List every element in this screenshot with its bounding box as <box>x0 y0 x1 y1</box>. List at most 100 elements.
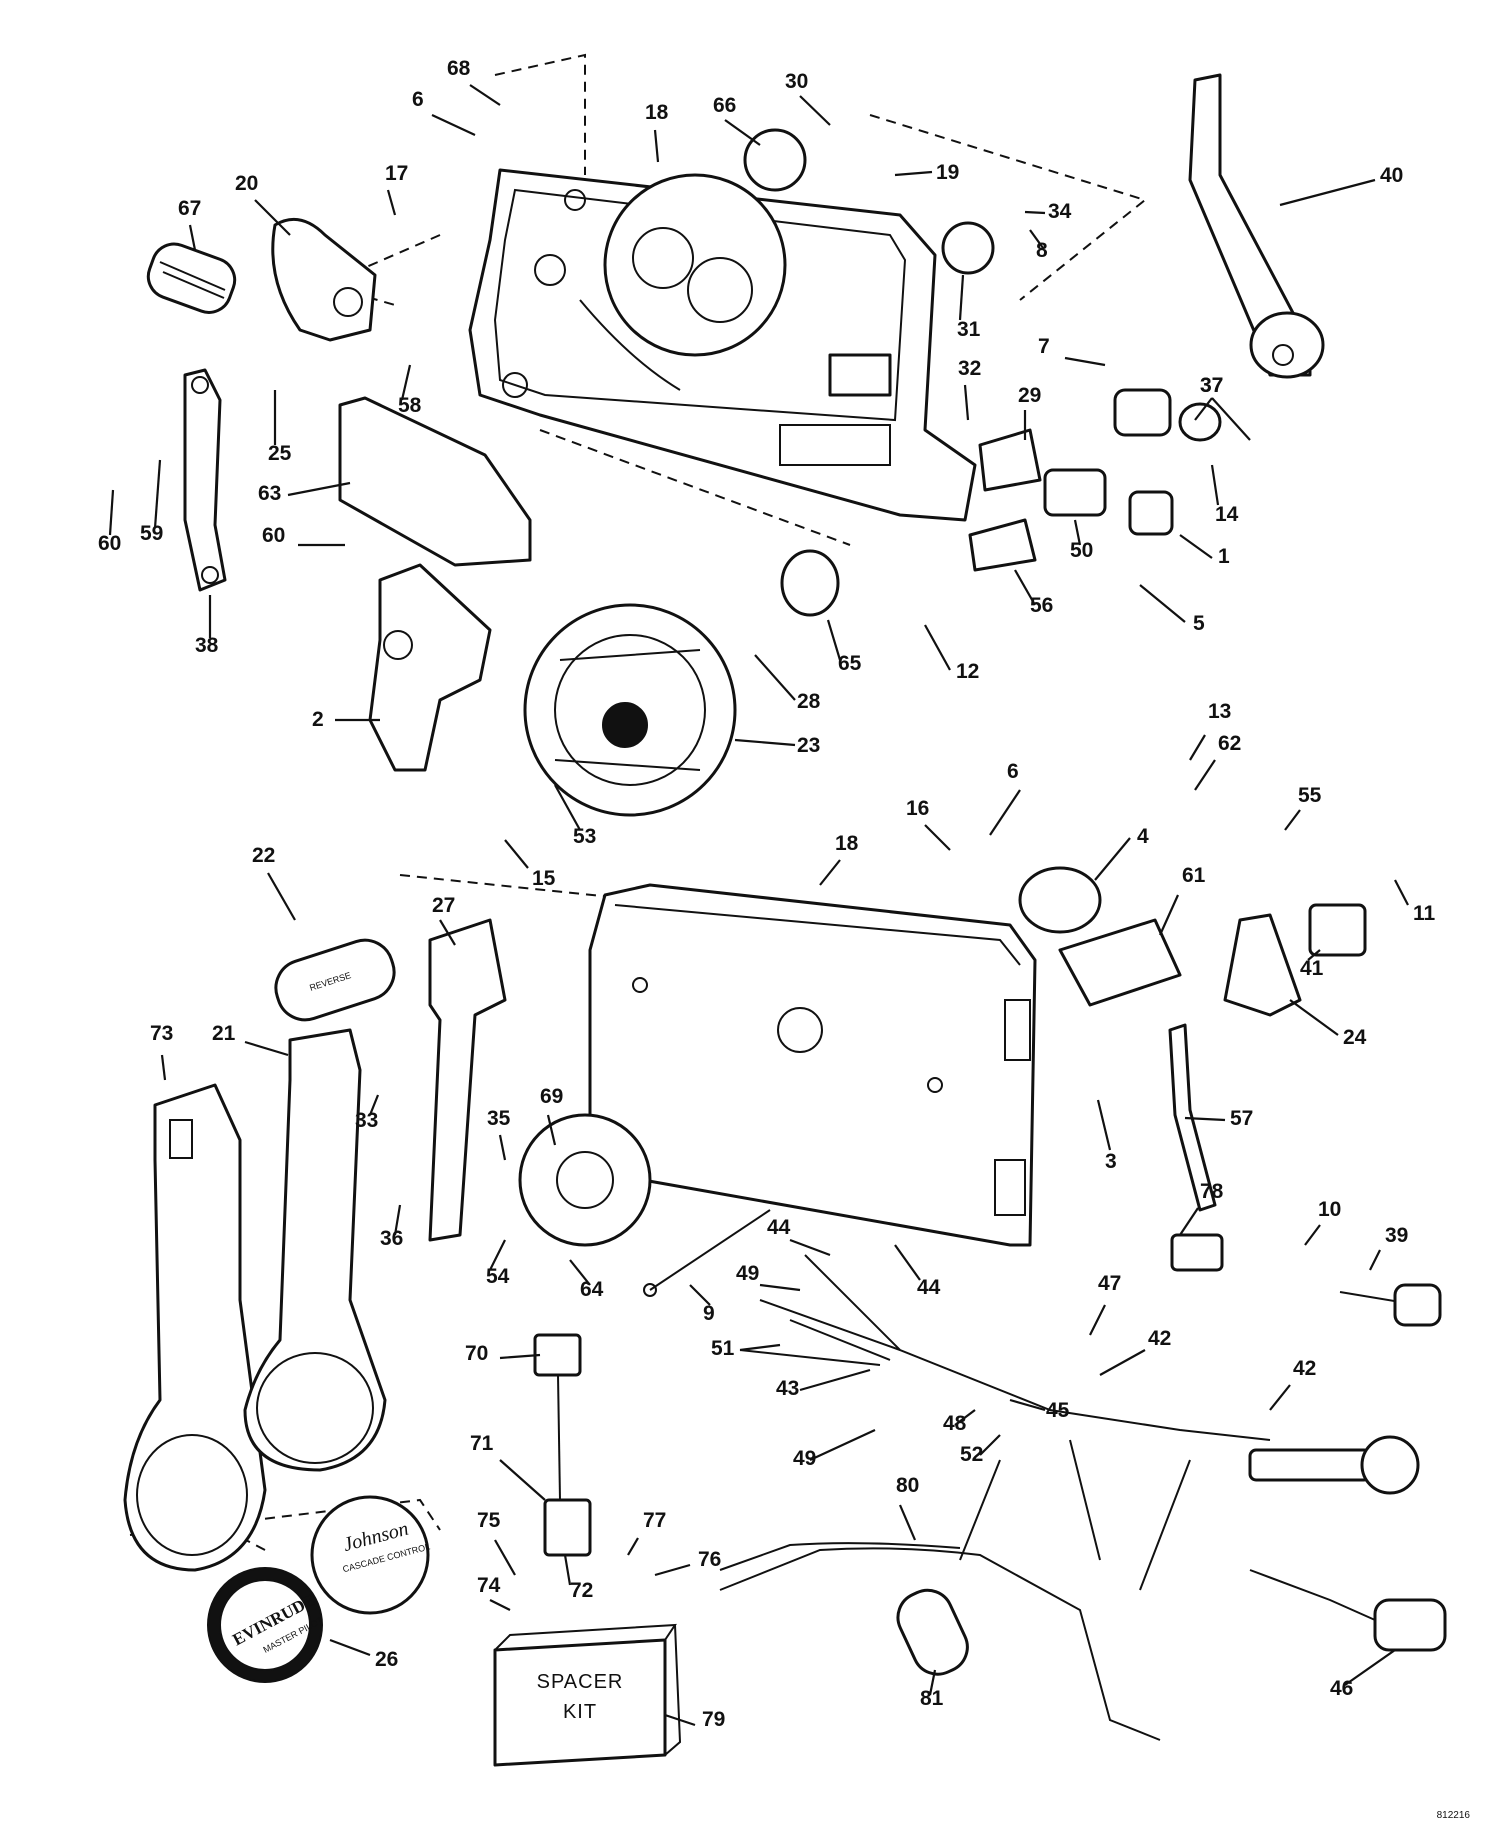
callout-39: 39 <box>1385 1224 1408 1247</box>
callout-49: 49 <box>793 1447 816 1470</box>
leader-line <box>188 224 197 251</box>
leader-line <box>627 1537 639 1556</box>
leader-line <box>799 1368 871 1392</box>
leader-line <box>498 1134 507 1161</box>
callout-49: 49 <box>736 1262 759 1285</box>
callout-79: 79 <box>702 1708 725 1731</box>
block-78 <box>1170 1233 1224 1272</box>
leader-line <box>368 1094 380 1116</box>
leader-line <box>954 1409 976 1426</box>
leader-line <box>153 459 162 529</box>
leader-line <box>1024 210 1046 215</box>
callout-6: 6 <box>1007 760 1019 783</box>
callout-74: 74 <box>477 1574 501 1597</box>
callout-7: 7 <box>1038 335 1050 358</box>
leader-line <box>267 872 296 921</box>
switch-29-56 <box>968 428 1042 572</box>
callout-27: 27 <box>432 894 455 917</box>
callout-59: 59 <box>140 522 163 545</box>
callout-5: 5 <box>1193 612 1205 635</box>
callout-14: 14 <box>1215 503 1239 526</box>
callout-65: 65 <box>838 652 862 675</box>
leader-line <box>928 1669 937 1696</box>
lever-24 <box>1223 913 1302 1017</box>
callout-77: 77 <box>643 1509 666 1532</box>
callout-50: 50 <box>1070 539 1093 562</box>
callout-81: 81 <box>920 1687 944 1710</box>
callout-78: 78 <box>1200 1180 1224 1203</box>
leader-line <box>287 481 351 497</box>
callout-8: 8 <box>1036 239 1048 262</box>
callout-13: 13 <box>1208 700 1231 723</box>
callout-37: 37 <box>1200 374 1223 397</box>
leader-line <box>1394 879 1409 906</box>
callout-10: 10 <box>1318 1198 1341 1221</box>
leader-line <box>734 738 796 747</box>
callout-19: 19 <box>936 161 959 184</box>
leader-line <box>789 1238 831 1257</box>
callout-38: 38 <box>195 634 219 657</box>
leader-line <box>1096 1099 1112 1151</box>
cable-80 <box>719 1542 1161 1741</box>
leader-line <box>826 619 842 661</box>
control-housing-inner <box>468 168 977 522</box>
leader-line <box>1073 519 1082 546</box>
leader-line <box>244 1040 289 1057</box>
callout-32: 32 <box>958 357 981 380</box>
callout-28: 28 <box>797 690 821 713</box>
throttle-friction-plate <box>523 603 737 817</box>
leader-line <box>1307 949 1321 961</box>
leader-line <box>754 654 796 701</box>
callout-52: 52 <box>960 1443 983 1466</box>
callout-60: 60 <box>98 532 121 555</box>
leader-line <box>569 1259 591 1286</box>
leader-line <box>160 1054 167 1081</box>
callout-45: 45 <box>1046 1399 1070 1422</box>
leader-line <box>894 170 933 177</box>
leader-line <box>739 1343 781 1352</box>
spacer-kit-line1: SPACER <box>537 1671 624 1693</box>
callout-26: 26 <box>375 1648 398 1671</box>
leader-line <box>1210 464 1220 506</box>
leader-line <box>653 129 660 163</box>
leader-line <box>979 1434 1001 1456</box>
leader-line <box>1089 1304 1106 1336</box>
callout-25: 25 <box>268 442 292 465</box>
spacer-kit-line2: KIT <box>563 1701 597 1723</box>
callout-2: 2 <box>312 708 324 731</box>
leader-line <box>1279 178 1376 207</box>
callout-67: 67 <box>178 197 201 220</box>
callout-44: 44 <box>917 1276 941 1299</box>
leader-line <box>386 189 397 216</box>
callout-33: 33 <box>355 1109 378 1132</box>
leader-line <box>724 119 761 146</box>
slide-27 <box>428 918 507 1242</box>
callout-70: 70 <box>465 1342 488 1365</box>
control-handle-left <box>123 1083 267 1572</box>
callout-47: 47 <box>1098 1272 1121 1295</box>
leader-line <box>1014 569 1036 606</box>
callout-37: 37 <box>1200 374 1223 397</box>
leader-line <box>1269 1384 1291 1411</box>
leader-line <box>1139 584 1186 623</box>
leader-line <box>563 1554 572 1586</box>
callout-76: 76 <box>698 1548 721 1571</box>
leader-line <box>1289 999 1339 1036</box>
callout-18: 18 <box>645 101 669 124</box>
reverse-decal-22: REVERSE <box>274 938 396 1022</box>
leader-line <box>439 919 456 946</box>
lever-57 <box>1168 1023 1217 1212</box>
spacer-kit-box: SPACER KIT <box>493 1623 682 1767</box>
callout-21: 21 <box>212 1022 236 1045</box>
callout-68: 68 <box>447 57 471 80</box>
callout-71: 71 <box>470 1432 494 1455</box>
johnson-decal: Johnson CASCADE CONTROL <box>310 1495 431 1615</box>
callout-44: 44 <box>767 1216 791 1239</box>
callout-69: 69 <box>540 1085 563 1108</box>
leader-line <box>546 1114 557 1146</box>
leader-line <box>819 859 841 886</box>
callout-55: 55 <box>1298 784 1322 807</box>
callout-30: 30 <box>785 70 808 93</box>
plug-46 <box>1249 1569 1447 1652</box>
leader-line <box>654 1563 691 1577</box>
